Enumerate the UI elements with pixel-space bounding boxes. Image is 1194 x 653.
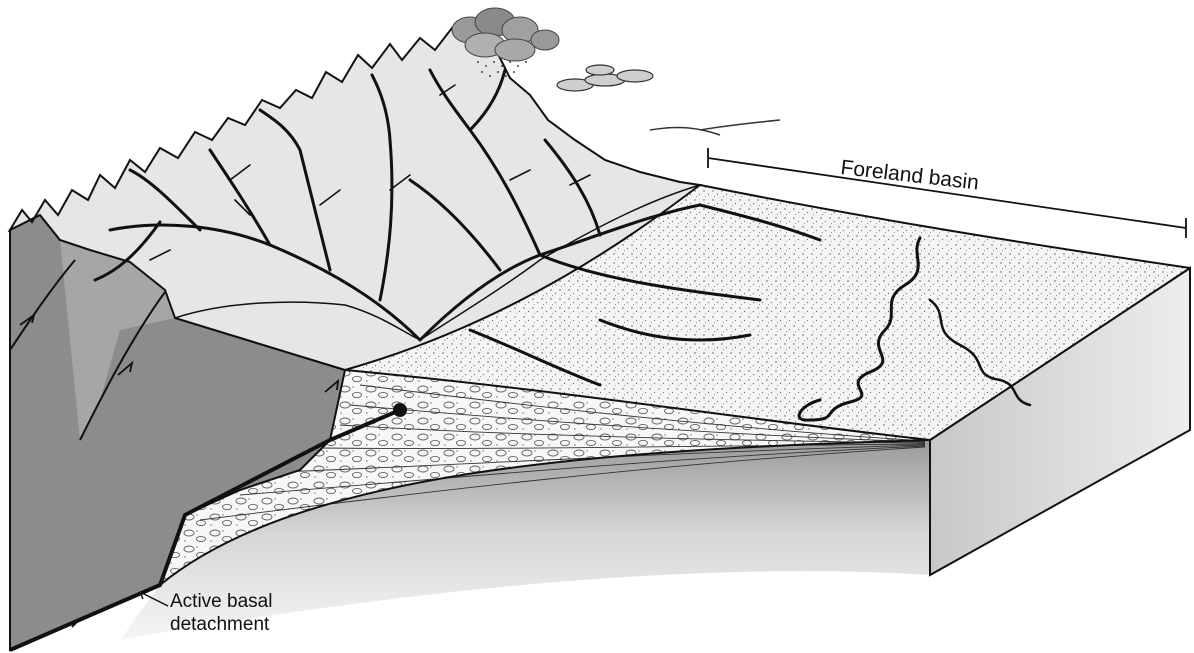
basal-detachment-label-line1: Active basal [170,590,272,613]
basal-detachment-label: Active basal detachment [170,590,272,636]
detachment-tip [393,403,407,417]
basal-detachment-label-line2: detachment [170,613,272,636]
cloud-icon [557,65,653,91]
wispy-cloud-icon [650,120,780,135]
